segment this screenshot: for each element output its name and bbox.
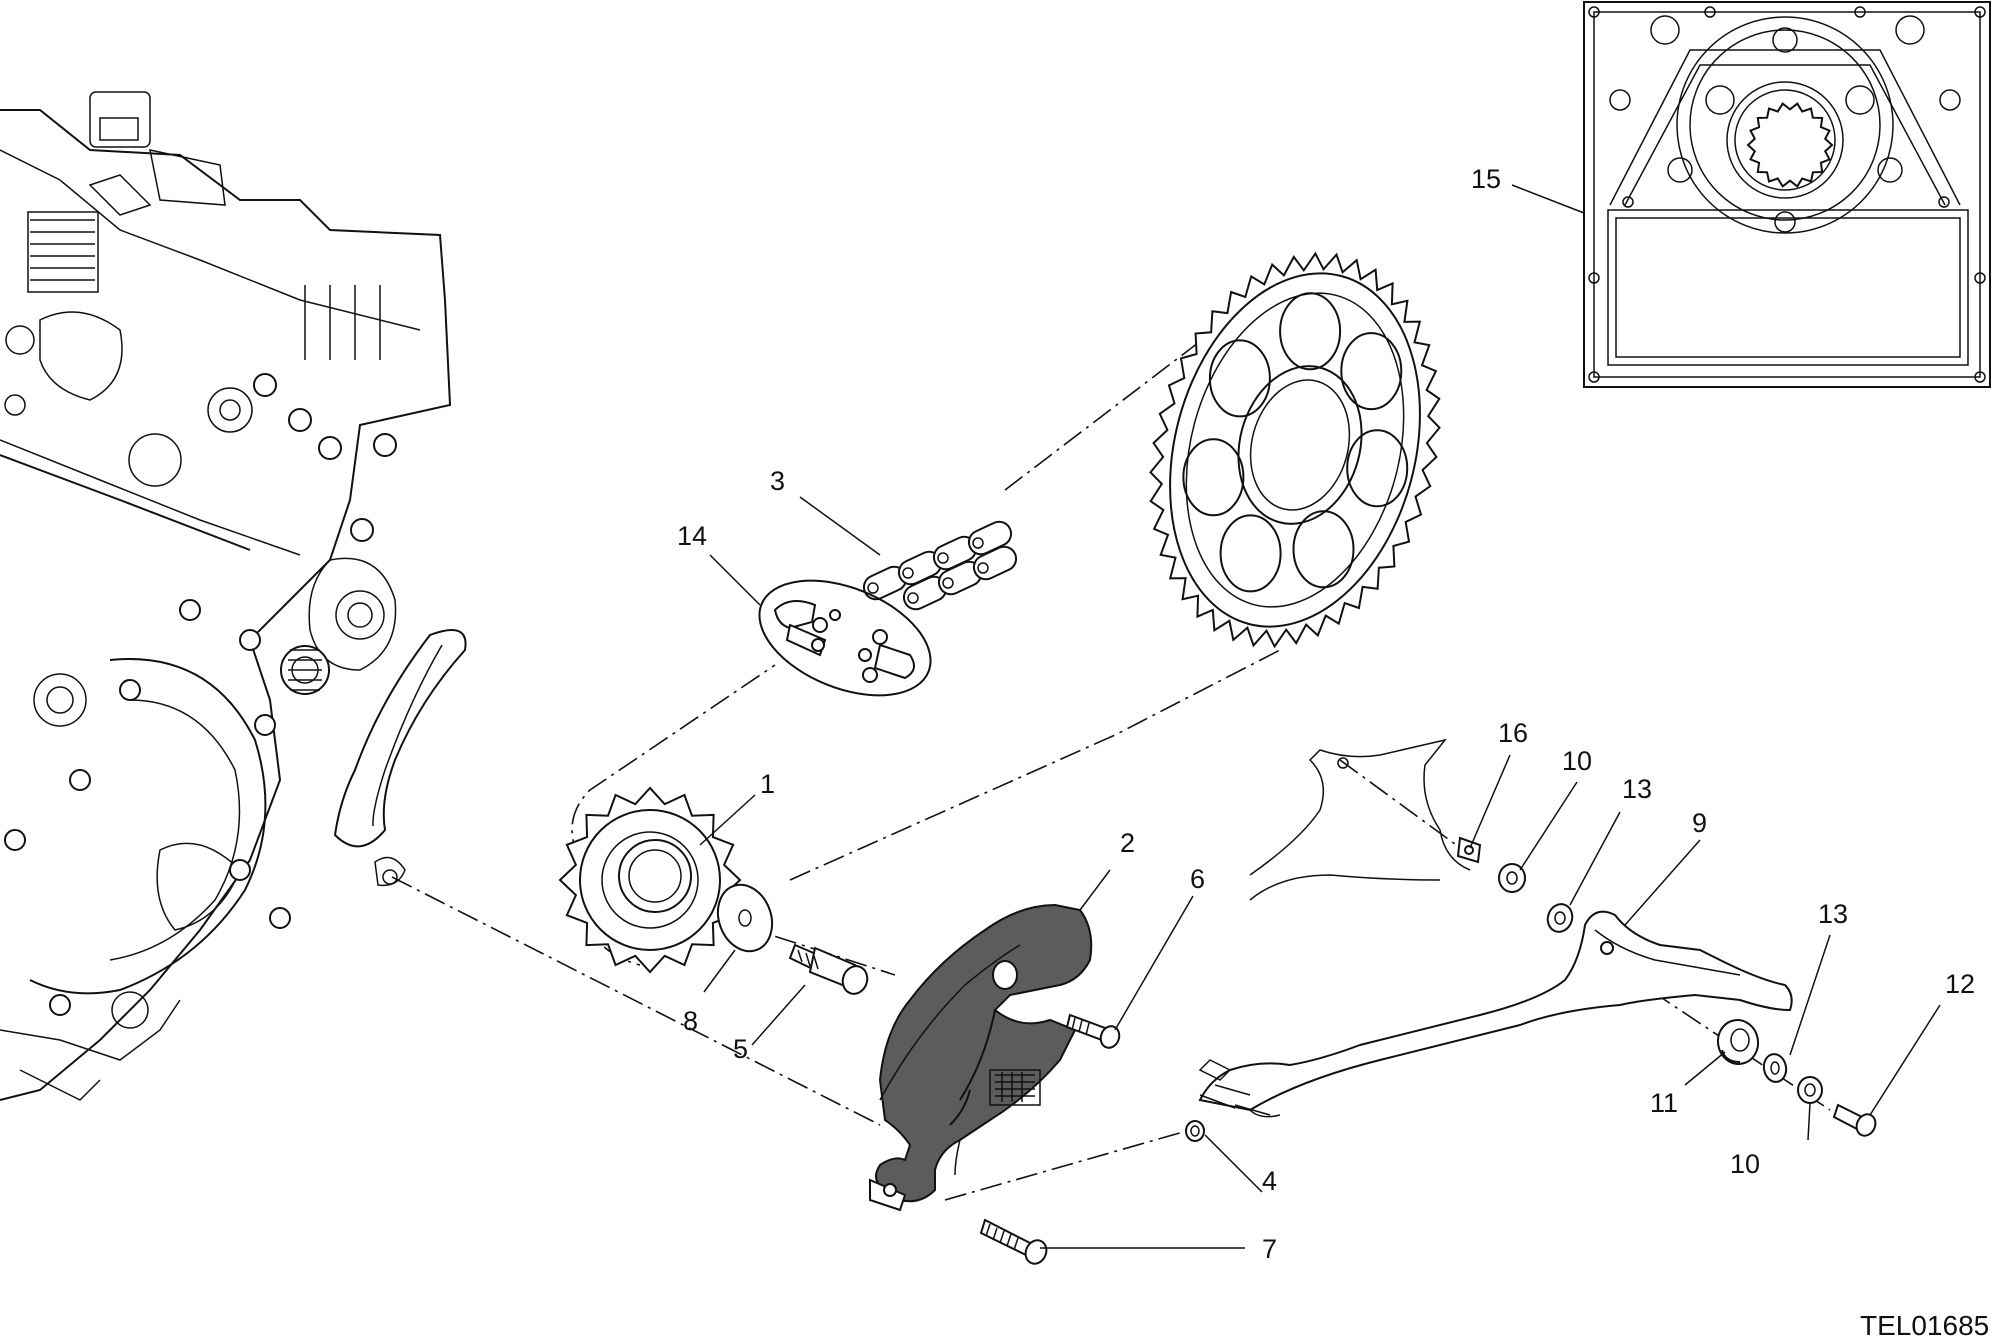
label-part-13-lower: 13 xyxy=(1818,899,1848,929)
label-part-11: 11 xyxy=(1650,1088,1678,1118)
spacer xyxy=(1185,1120,1205,1142)
chain-link-pin xyxy=(902,567,914,579)
sprocket-lightening-hole xyxy=(1219,514,1282,593)
label-part-4: 4 xyxy=(1262,1166,1277,1196)
chain-link-pin xyxy=(942,577,954,589)
chain-link-pin xyxy=(907,592,919,604)
label-part-10-upper: 10 xyxy=(1562,746,1592,776)
guard-bolt xyxy=(1832,1103,1877,1137)
washer-lower-13 xyxy=(1762,1053,1788,1083)
label-part-2: 2 xyxy=(1120,828,1135,858)
chain-link-plate xyxy=(972,545,1018,581)
cover-bolt-upper xyxy=(1065,1013,1121,1049)
sprocket-cover-gasket xyxy=(333,629,467,887)
label-part-5: 5 xyxy=(733,1034,748,1064)
sprocket-lightening-hole xyxy=(1279,292,1342,371)
chain-guard xyxy=(1198,910,1793,1118)
label-part-15: 15 xyxy=(1471,164,1501,194)
label-part-12: 12 xyxy=(1945,969,1975,999)
label-part-13-upper: 13 xyxy=(1622,774,1652,804)
washer-lower-10 xyxy=(1797,1076,1823,1104)
label-part-14: 14 xyxy=(677,521,707,551)
label-part-7: 7 xyxy=(1262,1234,1277,1264)
engine-block-drawing xyxy=(0,91,452,1101)
label-part-6: 6 xyxy=(1190,864,1205,894)
label-part-1: 1 xyxy=(760,769,775,799)
sprocket-lightening-hole xyxy=(1208,339,1271,418)
leader-lines xyxy=(699,184,1941,1249)
chain-link-pin xyxy=(977,562,989,574)
washer-upper-10 xyxy=(1498,863,1526,893)
sprocket-lightening-hole xyxy=(1346,429,1409,508)
washer-upper-13 xyxy=(1546,903,1574,933)
sprocket-lightening-hole xyxy=(1292,510,1355,589)
chain-link-pin xyxy=(972,537,984,549)
swingarm-outline xyxy=(1249,738,1471,901)
chain-joint-kit xyxy=(758,579,932,697)
clip-nut xyxy=(1456,836,1482,864)
label-part-10-lower: 10 xyxy=(1730,1149,1760,1179)
front-sprocket xyxy=(558,786,742,974)
washer xyxy=(716,883,774,953)
chain-path-lines xyxy=(391,274,1831,1201)
insetTeeth-outline xyxy=(1746,102,1834,188)
label-part-16: 16 xyxy=(1498,718,1528,748)
label-part-9: 9 xyxy=(1692,808,1707,838)
roller-bushing xyxy=(1716,1019,1760,1065)
inset-detail-view xyxy=(1583,1,1991,388)
label-part-3: 3 xyxy=(770,466,785,496)
diagram-reference-code: TEL01685 xyxy=(1860,1310,1989,1341)
sprocket-bolt xyxy=(788,943,869,995)
chain-link-section xyxy=(862,520,1018,611)
label-part-8: 8 xyxy=(683,1006,698,1036)
sprocket-cover xyxy=(869,903,1093,1212)
sprocket-lightening-hole xyxy=(1182,438,1245,517)
part-number-labels: 1 2 3 4 5 6 7 8 9 10 10 11 12 13 13 14 1… xyxy=(677,164,1989,1341)
chain-link-pin xyxy=(867,582,879,594)
sprocket-lightening-hole xyxy=(1340,332,1403,411)
rear-sprocket xyxy=(1149,251,1441,649)
cover-bolt-lower xyxy=(979,1218,1048,1265)
chain-link-pin xyxy=(937,552,949,564)
